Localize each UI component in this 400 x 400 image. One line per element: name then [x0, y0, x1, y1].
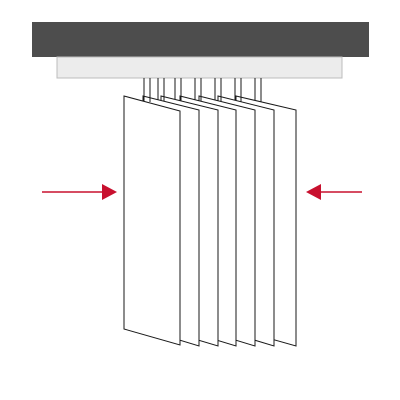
slat-1 [123, 78, 181, 346]
headrail [32, 22, 369, 79]
left-arrow-head [102, 184, 117, 200]
headrail-top-bar [32, 22, 369, 57]
slat-panel [123, 95, 181, 346]
left-arrow [42, 184, 117, 200]
slat-stack [123, 78, 297, 347]
right-arrow-head [306, 184, 321, 200]
headrail-track [56, 56, 343, 79]
right-arrow [306, 184, 362, 200]
